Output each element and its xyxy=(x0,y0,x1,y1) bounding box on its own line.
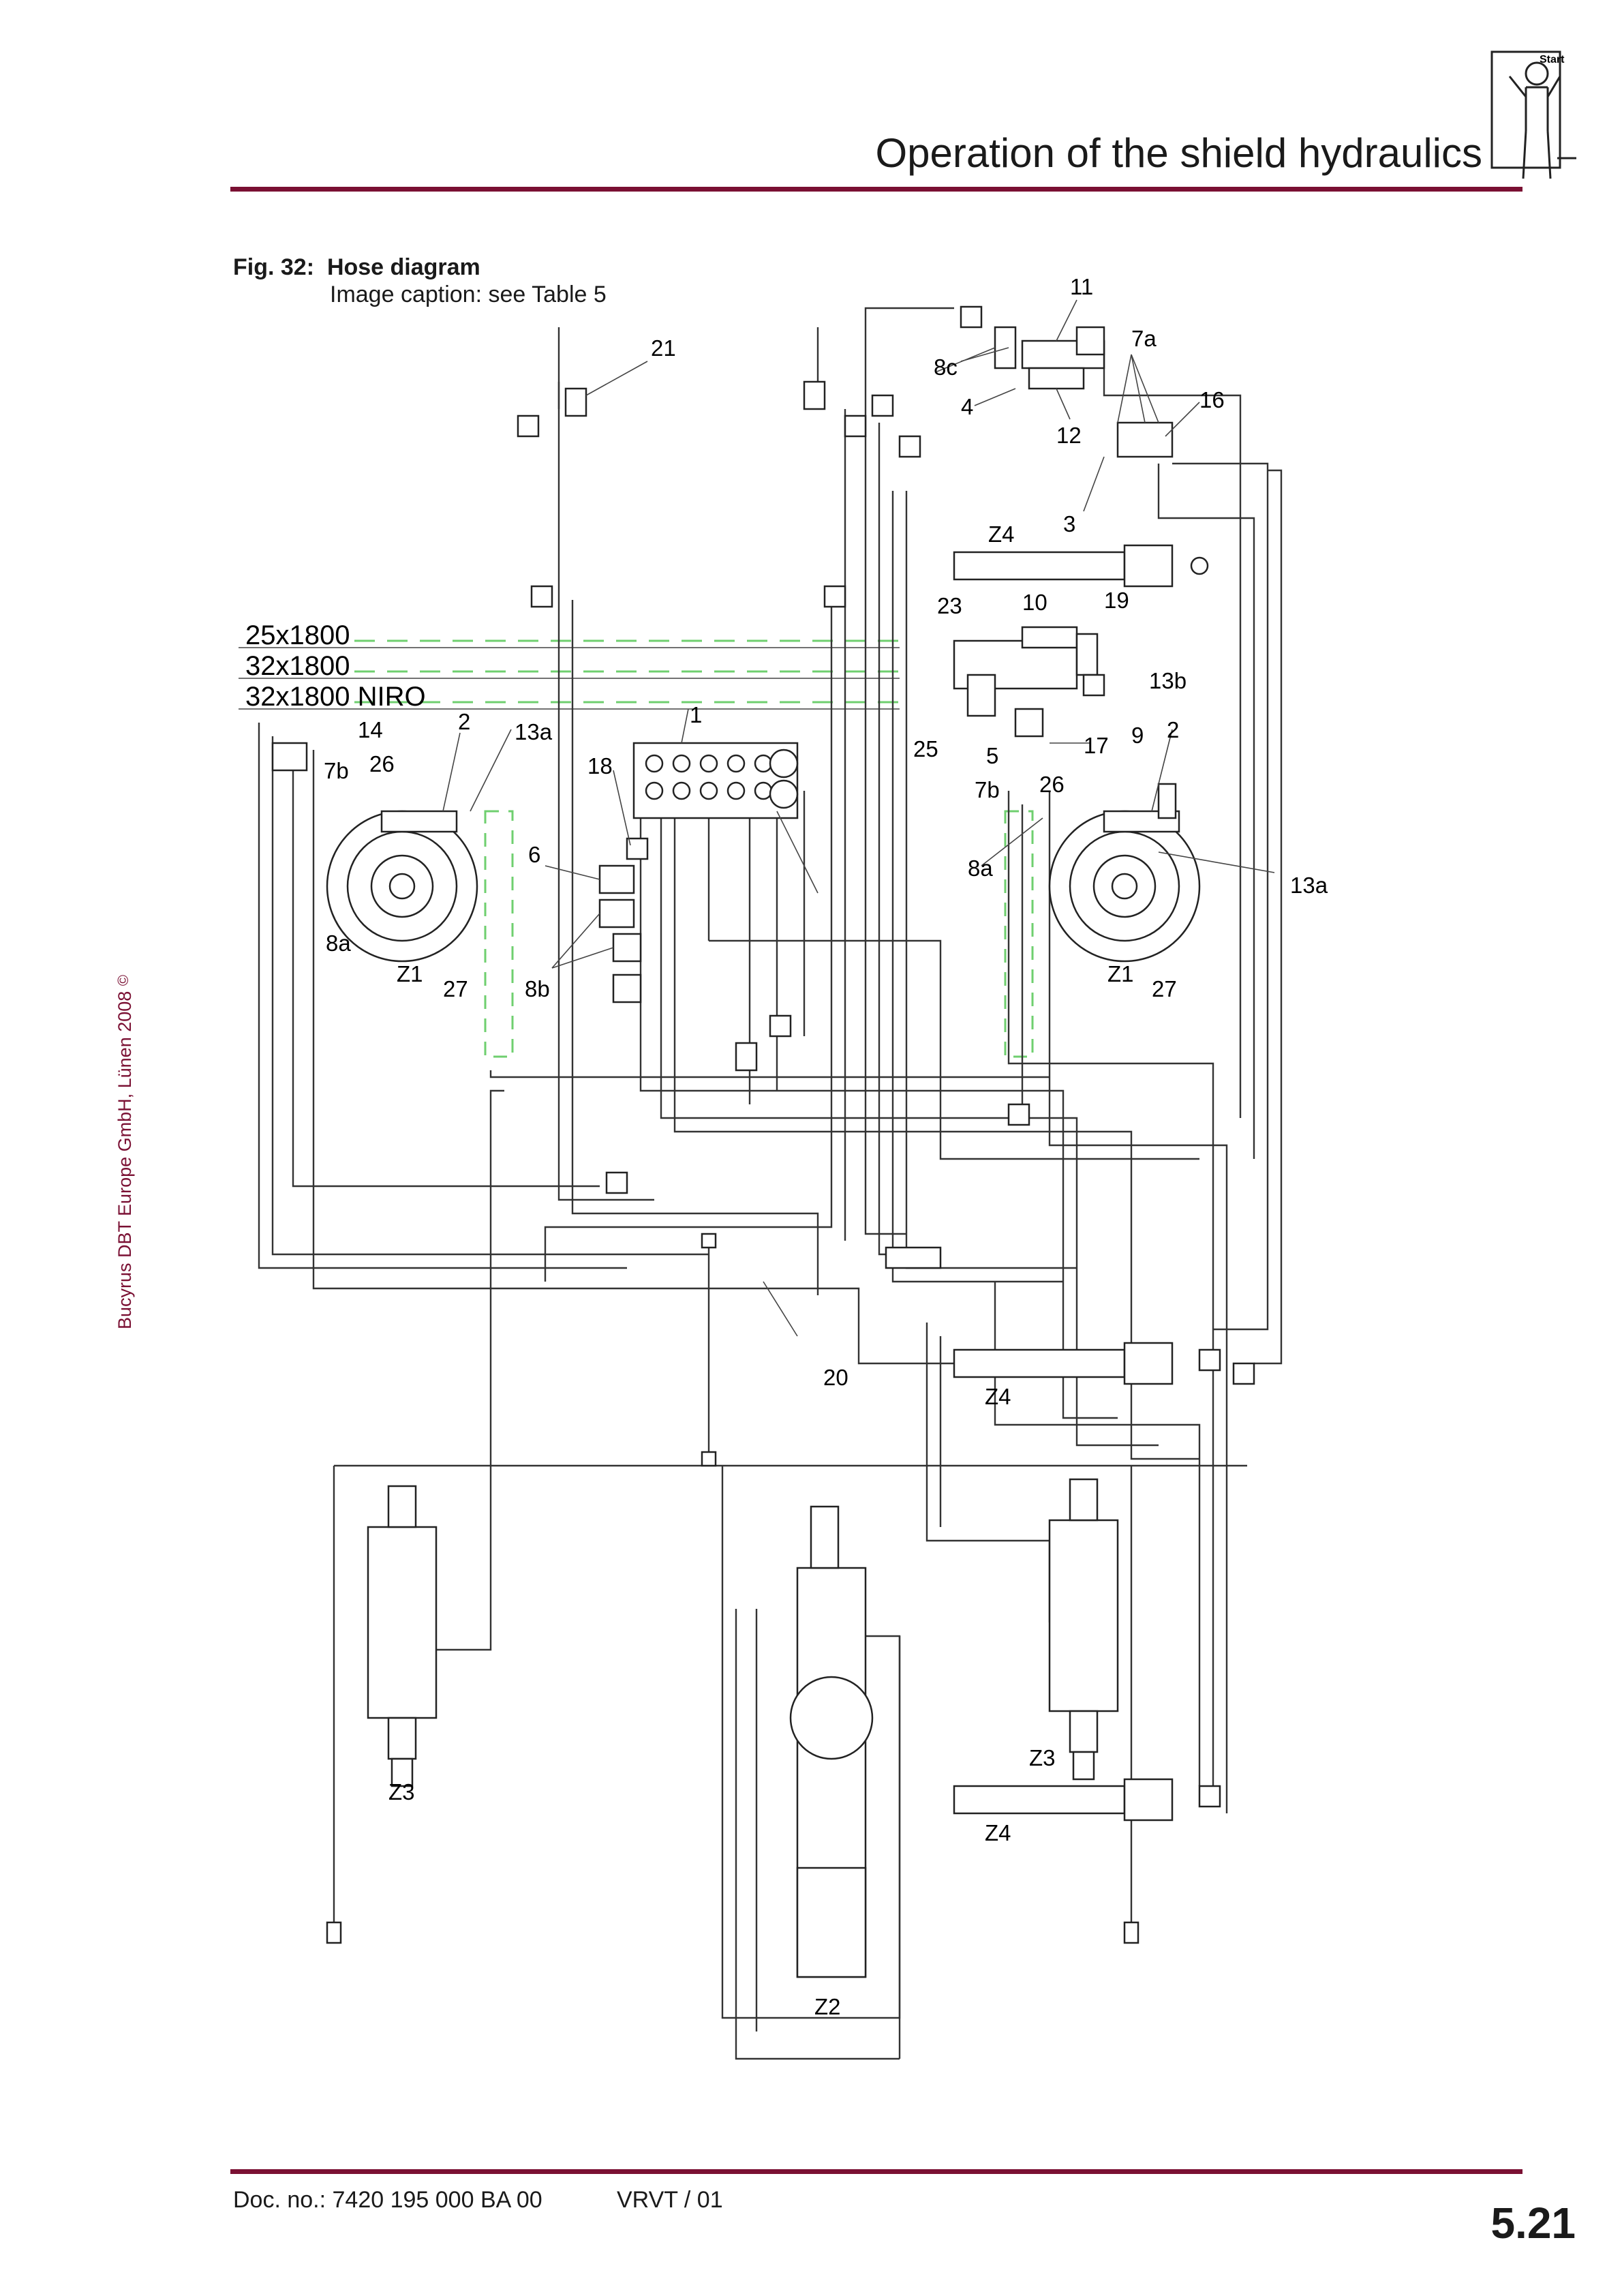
control-block xyxy=(632,742,799,819)
callout-7b-left: 7b xyxy=(324,758,349,783)
label-z1-right: Z1 xyxy=(1107,961,1134,986)
callout-7b-right: 7b xyxy=(975,777,1000,802)
callout-26-left: 26 xyxy=(369,751,395,776)
callout-13a-left: 13a xyxy=(515,719,553,744)
callout-27-right: 27 xyxy=(1152,976,1177,1001)
cylinder-z1-right xyxy=(1048,783,1201,963)
leader-lines xyxy=(442,299,1275,1337)
spray-nozzles xyxy=(517,380,867,608)
callout-21: 21 xyxy=(651,335,676,361)
callout-13b: 13b xyxy=(1149,668,1187,693)
callout-labels: 11 7a 8c 4 16 12 21 3 Z4 23 10 19 13b 9 … xyxy=(324,274,1328,2019)
figure-number: Fig. 32: xyxy=(233,254,315,280)
valve-stack-left xyxy=(598,837,649,1003)
cylinder-z4-mid xyxy=(953,1342,1255,1385)
callout-23: 23 xyxy=(937,593,962,618)
label-z3-right: Z3 xyxy=(1029,1745,1056,1770)
hose-size-labels: 25x1800 32x1800 32x1800 NIRO xyxy=(245,620,426,712)
top-valve-block xyxy=(871,305,1174,458)
callout-2-left: 2 xyxy=(458,709,470,734)
callout-13a-right: 13a xyxy=(1290,873,1328,898)
label-z4-low: Z4 xyxy=(985,1820,1011,1845)
label-z3-left: Z3 xyxy=(388,1779,415,1804)
cylinder-z2 xyxy=(789,1505,874,1978)
hose-legend-lines xyxy=(239,639,1034,1058)
figure-subcaption: Image caption: see Table 5 xyxy=(330,282,607,307)
valve-block-center xyxy=(953,626,1105,738)
header-rule xyxy=(230,187,1522,192)
page-number: 5.21 xyxy=(1490,2199,1576,2248)
cylinder-z1-left xyxy=(271,742,478,963)
page-title: Operation of the shield hydraulics xyxy=(875,130,1482,176)
callout-5: 5 xyxy=(986,743,998,768)
callout-18: 18 xyxy=(587,753,613,779)
end-couplings xyxy=(326,1014,1139,1944)
cylinder-z3-left xyxy=(367,1485,438,1787)
hose-label-32x1800: 32x1800 xyxy=(245,651,350,681)
callout-6: 6 xyxy=(528,842,540,867)
hose-label-25x1800: 25x1800 xyxy=(245,620,350,650)
footer-rule xyxy=(230,2169,1522,2174)
label-z4-top: Z4 xyxy=(988,522,1015,547)
start-label: Start xyxy=(1540,54,1565,65)
doc-version: VRVT / 01 xyxy=(617,2187,723,2213)
callout-7a: 7a xyxy=(1131,326,1157,351)
callout-8b: 8b xyxy=(525,976,550,1001)
callout-8c: 8c xyxy=(934,354,958,380)
figure-caption: Fig. 32: Hose diagram Image caption: see… xyxy=(233,254,607,308)
start-person-icon: Start xyxy=(1490,50,1576,179)
copyright-text: Bucyrus DBT Europe GmbH, Lünen 2008 © xyxy=(114,974,135,1329)
callout-1: 1 xyxy=(690,702,702,727)
doc-number: Doc. no.: 7420 195 000 BA 00 xyxy=(233,2187,542,2213)
cylinder-z4-low xyxy=(953,1778,1221,1822)
hose-routing xyxy=(258,307,1283,2060)
callout-8a-left: 8a xyxy=(326,931,351,956)
callout-19: 19 xyxy=(1104,588,1129,613)
callout-27-left: 27 xyxy=(443,976,468,1001)
callout-12: 12 xyxy=(1056,423,1082,448)
label-z2: Z2 xyxy=(814,1994,841,2019)
callout-3: 3 xyxy=(1063,511,1075,537)
cylinder-z4-top xyxy=(953,544,1209,588)
callout-2-right: 2 xyxy=(1167,717,1179,742)
callout-20: 20 xyxy=(823,1365,848,1390)
callout-14: 14 xyxy=(358,717,383,742)
hose-label-32x1800-niro: 32x1800 NIRO xyxy=(245,682,426,712)
callout-10: 10 xyxy=(1022,590,1047,615)
callout-9: 9 xyxy=(1131,723,1144,748)
label-z4-mid: Z4 xyxy=(985,1384,1011,1409)
figure-title: Hose diagram xyxy=(326,254,480,280)
callout-4: 4 xyxy=(961,394,973,419)
callout-11: 11 xyxy=(1070,274,1093,299)
label-z1-left: Z1 xyxy=(397,961,423,986)
cylinder-z3-right xyxy=(1048,1478,1119,1781)
callout-17: 17 xyxy=(1084,733,1109,758)
callout-16: 16 xyxy=(1199,387,1225,412)
callout-26-right: 26 xyxy=(1039,772,1065,797)
callout-25: 25 xyxy=(913,736,938,761)
callout-8a-right: 8a xyxy=(968,856,993,881)
